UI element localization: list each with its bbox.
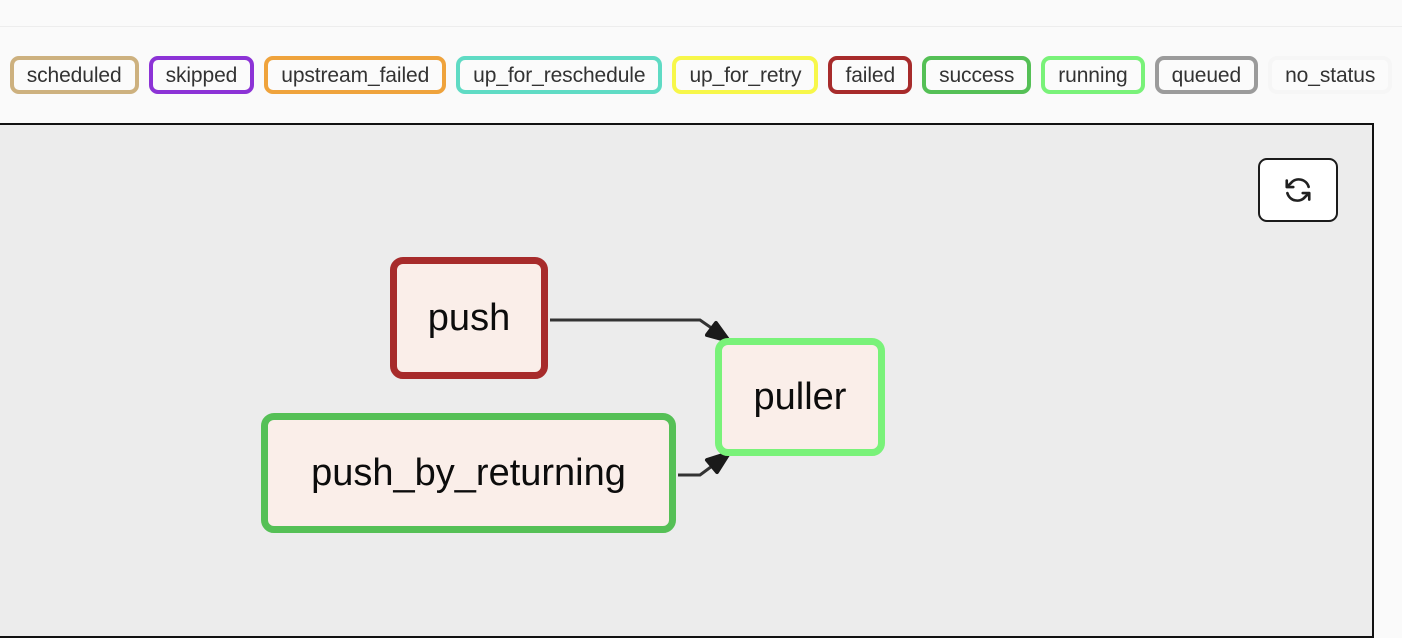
legend-pill-label: failed (845, 63, 896, 87)
refresh-icon (1283, 175, 1313, 205)
dag-graph-panel: push puller push_by_returning (0, 123, 1374, 638)
legend-pill-label: success (939, 63, 1015, 87)
edge-push-to-puller (550, 318, 731, 343)
legend-pill-success[interactable]: success (922, 56, 1032, 94)
refresh-button[interactable] (1258, 158, 1338, 222)
legend-pill-label: queued (1171, 63, 1242, 87)
graph-edges-canvas (550, 318, 731, 477)
graph-node-push[interactable]: push (390, 257, 548, 379)
legend-pill-label: scheduled (26, 63, 122, 87)
legend-pill-scheduled[interactable]: scheduled (9, 56, 139, 94)
legend-pill-upstream-failed[interactable]: upstream_failed (264, 56, 447, 94)
legend-pill-label: skipped (165, 63, 238, 87)
legend-pill-failed[interactable]: failed (828, 56, 913, 94)
graph-node-push-by-returning[interactable]: push_by_returning (261, 413, 676, 533)
legend-pill-queued[interactable]: queued (1154, 56, 1259, 94)
edge-push-by-returning-to-puller (678, 451, 731, 477)
graph-node-push-label: push (427, 297, 511, 339)
graph-node-puller[interactable]: puller (715, 338, 885, 456)
legend-pill-label: up_for_retry (689, 63, 802, 87)
legend-pill-label: running (1058, 63, 1128, 87)
top-divider-strip (0, 0, 1402, 27)
legend-pill-up-for-reschedule[interactable]: up_for_reschedule (456, 56, 663, 94)
legend-pill-up-for-retry[interactable]: up_for_retry (672, 56, 819, 94)
legend-pill-label: upstream_failed (281, 63, 430, 87)
task-status-legend: scheduled skipped upstream_failed up_for_re… (0, 27, 1402, 123)
legend-pill-no-status[interactable]: no_status (1268, 56, 1393, 94)
legend-pill-label: no_status (1285, 63, 1376, 87)
legend-pill-skipped[interactable]: skipped (148, 56, 255, 94)
graph-node-puller-label: puller (753, 376, 847, 418)
legend-pill-label: up_for_reschedule (473, 63, 646, 87)
legend-pill-running[interactable]: running (1041, 56, 1145, 94)
graph-node-push-by-returning-label: push_by_returning (311, 452, 626, 494)
